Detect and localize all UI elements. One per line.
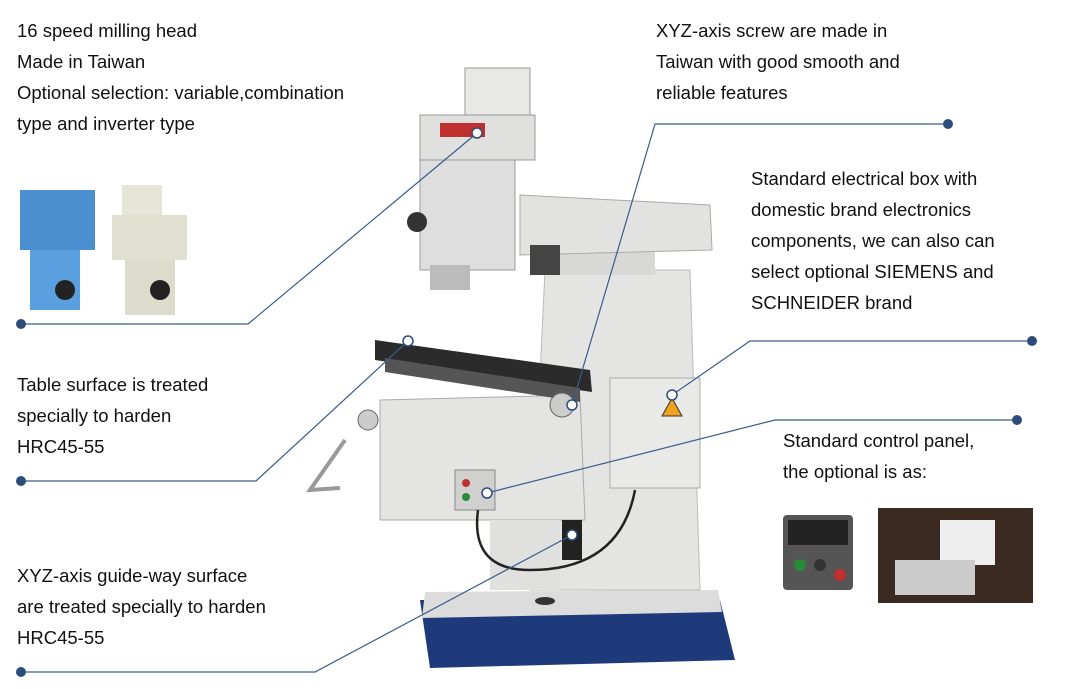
callout-text: SCHNEIDER brand	[751, 292, 913, 313]
callout-text: components, we can also can	[751, 230, 995, 251]
callout-dot	[16, 319, 26, 329]
callout-electrical-box: Standard electrical box with domestic br…	[751, 163, 995, 318]
callout-text: specially to harden	[17, 405, 172, 426]
optional-head-variable-thumbnail	[20, 190, 95, 310]
callout-text: HRC45-55	[17, 436, 105, 457]
callout-milling-head: 16 speed milling head Made in Taiwan Opt…	[17, 15, 344, 139]
leader-line-electrical-box	[671, 340, 1032, 396]
callout-text: HRC45-55	[17, 627, 105, 648]
callout-text: domestic brand electronics	[751, 199, 972, 220]
optional-control-panel-thumbnail	[783, 515, 853, 590]
callout-text: reliable features	[656, 82, 788, 103]
leader-line-screw	[571, 123, 948, 406]
callout-text: Taiwan with good smooth and	[656, 51, 900, 72]
callout-guide-way: XYZ-axis guide-way surface are treated s…	[17, 560, 266, 653]
target-dot	[481, 487, 493, 499]
machine-table	[305, 340, 592, 493]
callout-text: Standard control panel,	[783, 430, 975, 451]
leader-line-control-panel	[486, 419, 1017, 494]
callout-dot	[1027, 336, 1037, 346]
callout-dot	[16, 476, 26, 486]
milling-head	[407, 67, 536, 290]
callout-text: type and inverter type	[17, 113, 195, 134]
callout-text: 16 speed milling head	[17, 20, 197, 41]
machine-knee	[379, 394, 637, 590]
callout-text: Made in Taiwan	[17, 51, 146, 72]
machine-base	[420, 590, 735, 668]
callout-text: the optional is as:	[783, 461, 927, 482]
callout-text: are treated specially to harden	[17, 596, 266, 617]
callout-control-panel: Standard control panel, the optional is …	[783, 425, 974, 487]
machine-ram	[519, 194, 713, 275]
callout-table-surface: Table surface is treated specially to ha…	[17, 369, 208, 462]
target-dot	[566, 529, 578, 541]
leader-line-milling-head	[21, 132, 478, 325]
callout-text: XYZ-axis screw are made in	[656, 20, 888, 41]
optional-head-inverter-thumbnail	[112, 185, 187, 315]
leader-line-table	[21, 340, 409, 482]
warning-icon	[661, 396, 683, 417]
callout-text: Standard electrical box with	[751, 168, 978, 189]
callout-text: XYZ-axis guide-way surface	[17, 565, 248, 586]
callout-text: select optional SIEMENS and	[751, 261, 994, 282]
target-dot	[471, 127, 483, 139]
target-dot	[666, 389, 678, 401]
target-dot	[402, 335, 414, 347]
callout-text: Table surface is treated	[17, 374, 209, 395]
target-dot	[566, 399, 578, 411]
callout-dot	[943, 119, 953, 129]
callout-text: Optional selection: variable,combination	[17, 82, 345, 103]
leader-line-guide-way	[21, 534, 573, 673]
callout-dot	[1012, 415, 1022, 425]
electrical-box	[609, 377, 701, 489]
optional-control-panel-photo	[878, 508, 1033, 603]
callout-screw: XYZ-axis screw are made in Taiwan with g…	[656, 15, 900, 108]
callout-dot	[16, 667, 26, 677]
